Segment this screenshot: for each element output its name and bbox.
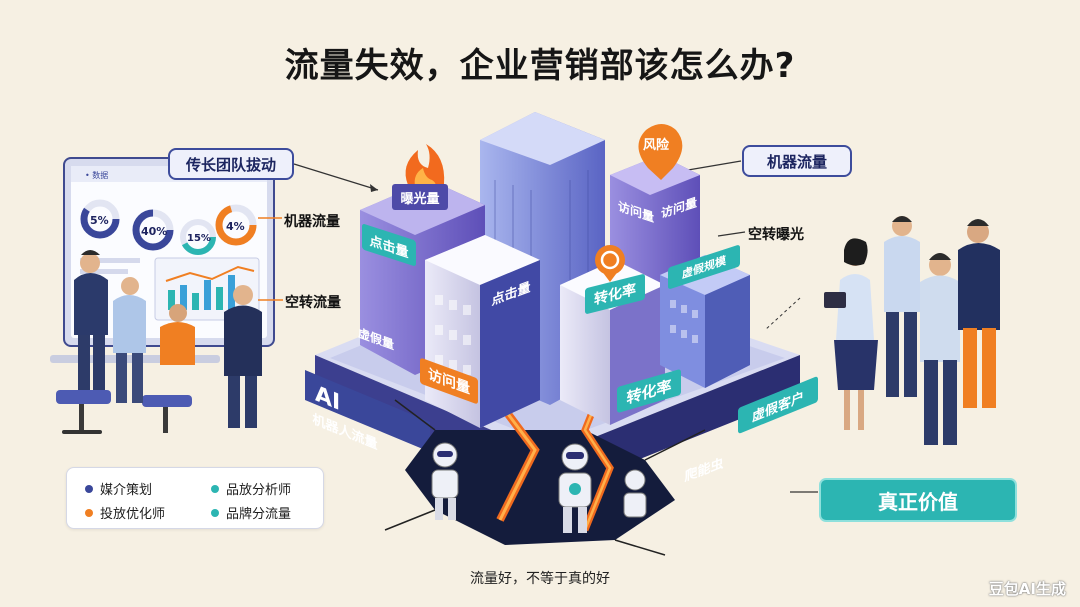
risk-pin-label: 风险	[642, 137, 669, 153]
robot-2	[558, 443, 592, 533]
legend-dot	[85, 484, 93, 493]
legend-dot	[211, 484, 219, 493]
role-legend: 媒介策划 品放分析师 投放优化师 品牌分流量	[66, 467, 324, 529]
legend-item: 投放优化师	[85, 503, 165, 522]
gauge-2: 40%	[141, 225, 167, 238]
legend-dot	[85, 508, 93, 517]
dashboard-header: • 数据	[85, 170, 108, 180]
legend-item: 品放分析师	[211, 479, 291, 498]
business-people-illustration	[824, 216, 1000, 445]
legend-item: 品牌分流量	[211, 503, 291, 522]
legend-label: 品牌分流量	[226, 507, 292, 522]
legend-dot	[211, 508, 219, 517]
legend-label: 投放优化师	[100, 507, 166, 522]
robot-1	[431, 442, 459, 520]
team-callout: 传长团队拔动	[168, 148, 294, 180]
gauge-4: 4%	[226, 220, 245, 233]
legend-label: 媒介策划	[100, 483, 153, 498]
gauge-3: 15%	[187, 233, 211, 244]
page-subtitle: 流量好，不等于真的好	[470, 571, 610, 587]
idle-exposure-label-right: 空转曝光	[748, 227, 804, 243]
legend-label: 品放分析师	[226, 483, 292, 498]
machine-traffic-callout-right: 机器流量	[742, 145, 852, 177]
machine-traffic-label-left: 机器流量	[284, 214, 340, 230]
watermark: 豆包AI生成	[988, 580, 1066, 598]
legend-item: 媒介策划	[85, 479, 152, 498]
gauge-1: 5%	[90, 214, 109, 227]
true-value-button[interactable]: 真正价值	[819, 478, 1017, 522]
page-title: 流量失效，企业营销部该怎么办?	[284, 46, 796, 86]
idle-traffic-label-left: 空转流量	[285, 295, 341, 311]
robot-3	[623, 469, 647, 518]
building-label-exposure: 曝光量	[392, 184, 448, 210]
office-dashboard-illustration: • 数据 5% 40% 15% 4%	[50, 157, 275, 434]
